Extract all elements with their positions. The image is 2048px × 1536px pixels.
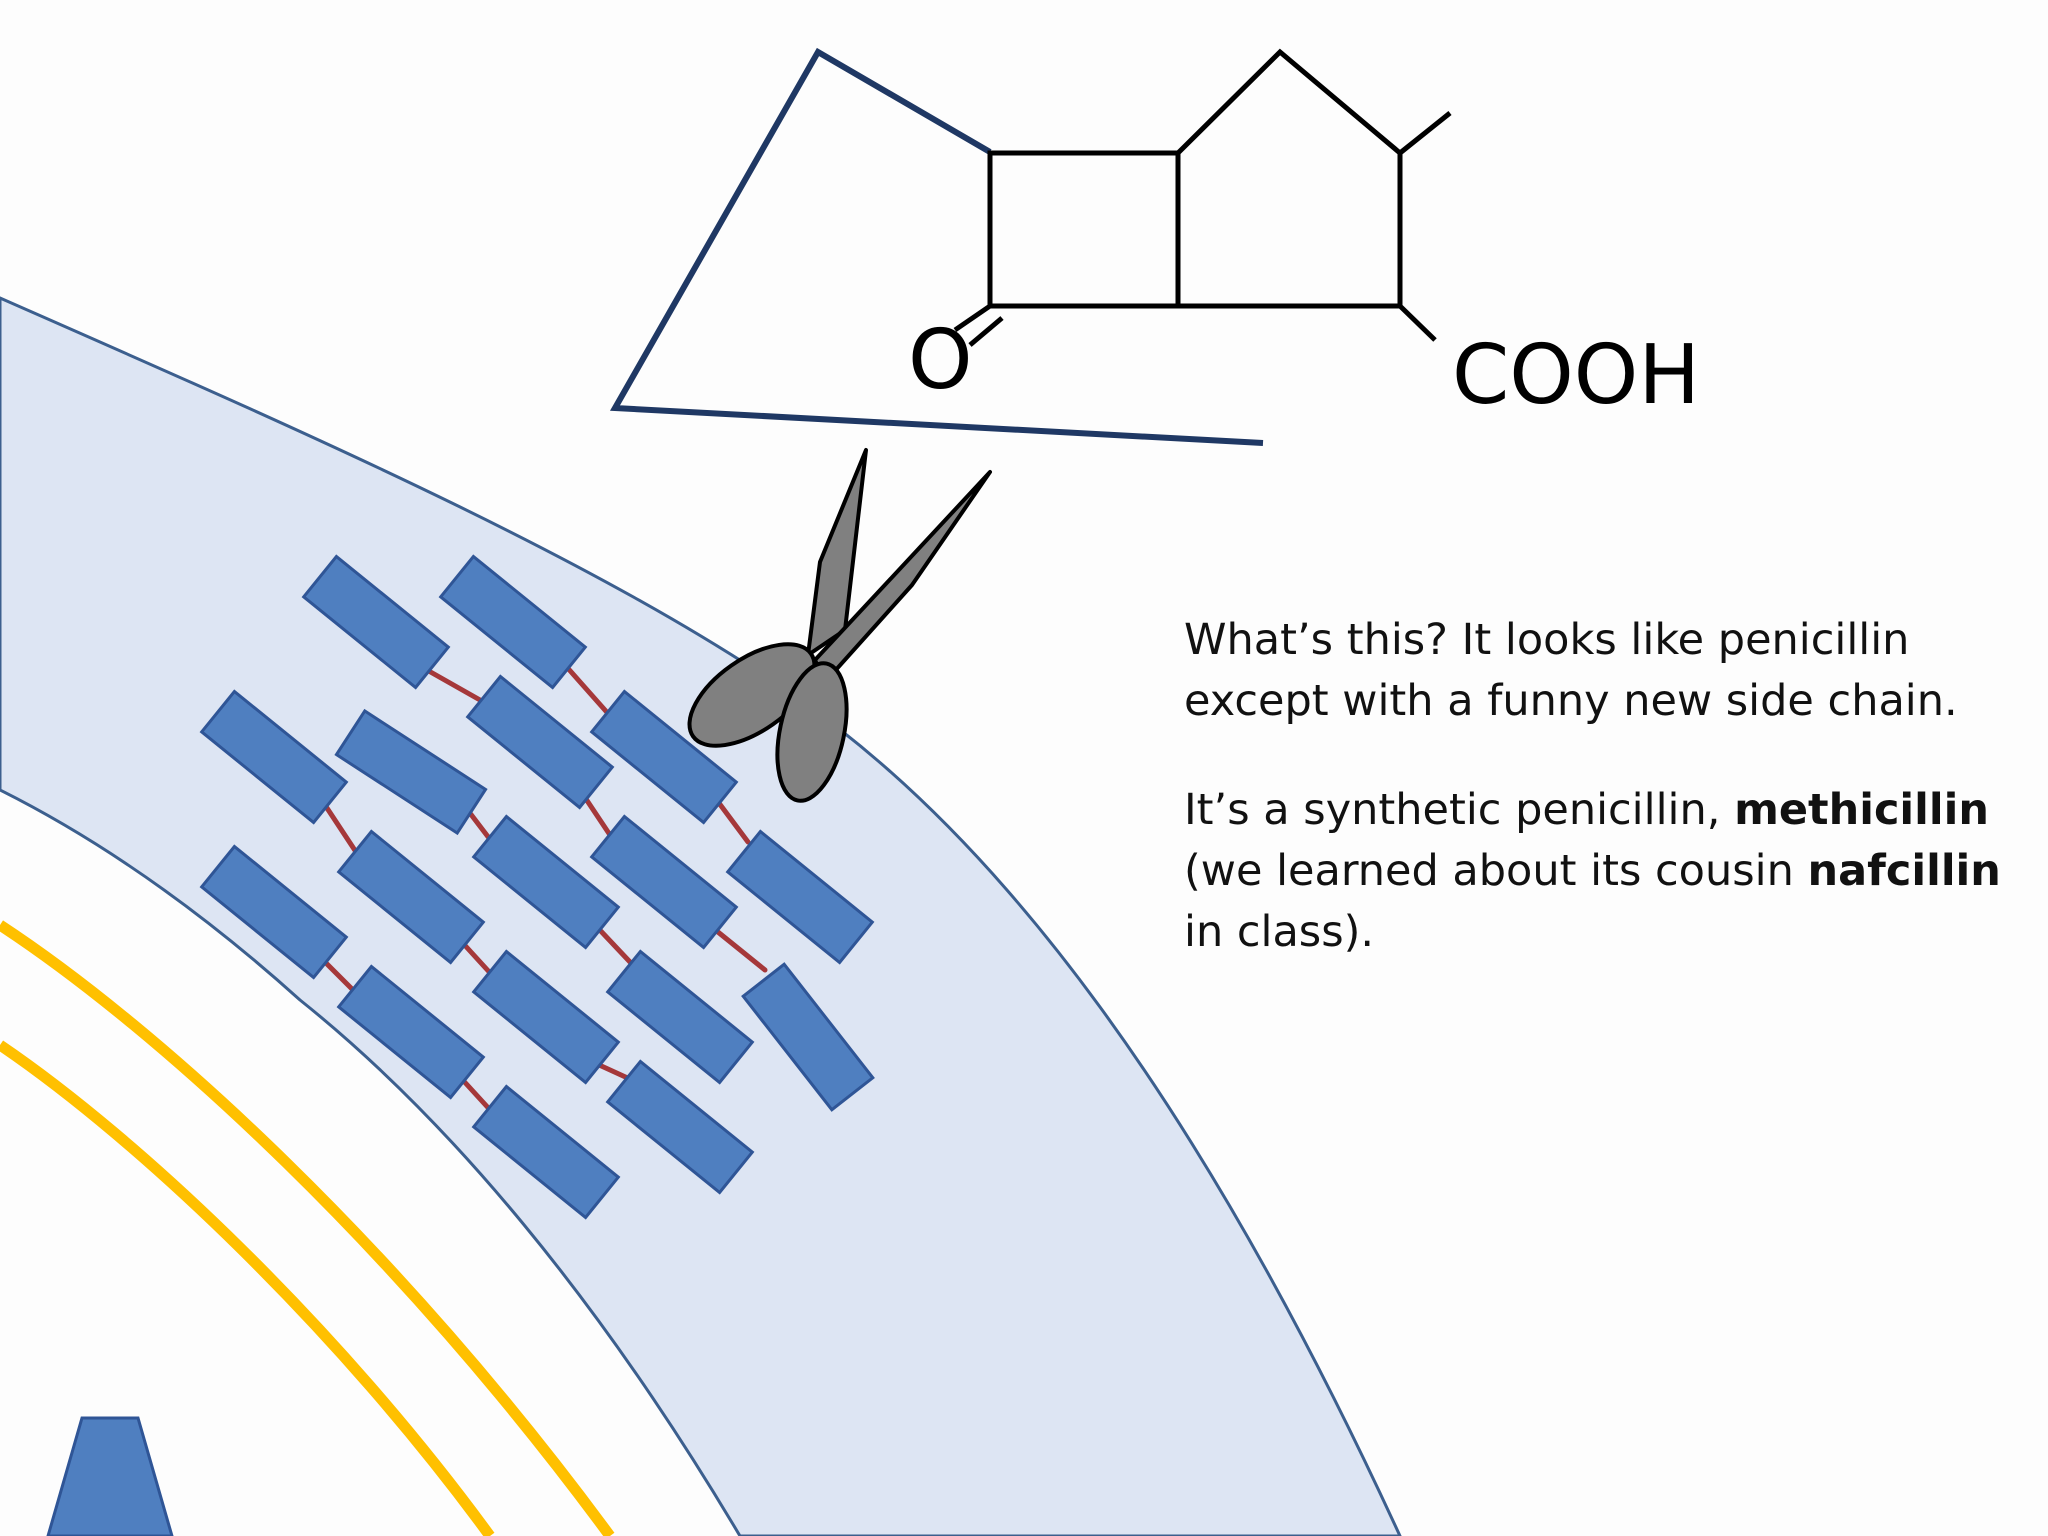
caption-text-3: in class). (1184, 907, 1375, 957)
drug-name-nafcillin: nafcillin (1807, 846, 2001, 896)
oxygen-label: O (908, 313, 973, 408)
peptidoglycan-block (741, 962, 875, 1112)
beta-lactam-ring (987, 150, 1181, 309)
peptidoglycan-block (438, 554, 588, 690)
membrane-outer (0, 920, 615, 1536)
carboxyl-label: COOH (1452, 328, 1700, 423)
peptidoglycan-block (336, 964, 486, 1100)
peptidoglycan-block (725, 829, 875, 965)
peptidoglycan-block (199, 689, 349, 825)
peptidoglycan-block (199, 844, 349, 980)
peptidoglycan-block (334, 708, 488, 836)
peptidoglycan-block (605, 949, 755, 1085)
penicillin-core (953, 48, 1452, 347)
methyl-bond (1398, 111, 1452, 155)
crosslink (710, 925, 768, 973)
peptidoglycan-block (465, 674, 615, 810)
scissors-handle (687, 642, 817, 748)
peptidoglycan-block (336, 829, 486, 965)
caption-text-1: It’s a synthetic penicillin, (1184, 785, 1721, 835)
peptidoglycan-block (471, 949, 621, 1085)
scissors-icon (687, 448, 992, 803)
crosslink (424, 667, 483, 703)
carboxyl-bond (1398, 304, 1437, 342)
caption-paragraph-2: It’s a synthetic penicillin, methicillin… (1184, 780, 2034, 963)
crosslink (594, 924, 633, 965)
caption-text-2: (we learned about its cousin (1184, 846, 1794, 896)
caption-text: What’s this? It looks like penicillin ex… (1184, 610, 2034, 1011)
carbonyl-bond (968, 316, 1004, 347)
peptidoglycan-layer (199, 554, 875, 1220)
peptidoglycan-block (589, 814, 739, 950)
crosslink (322, 802, 361, 858)
peptidoglycan-block (471, 1084, 621, 1220)
thiazolidine-ring (1176, 48, 1403, 309)
caption-paragraph-1: What’s this? It looks like penicillin ex… (1184, 615, 1958, 726)
peptidoglycan-block (589, 689, 739, 825)
drug-name-methicillin: methicillin (1734, 785, 1989, 835)
carbonyl-bond (953, 303, 992, 333)
crosslink (562, 662, 615, 721)
peptidoglycan-block (605, 1059, 755, 1195)
side-chain-outline (609, 47, 1264, 446)
peptidoglycan-block (471, 814, 621, 950)
membrane-protein (46, 1416, 174, 1536)
peptidoglycan-block (301, 554, 451, 690)
scissors-handle (775, 661, 849, 803)
membrane-inner (0, 1040, 495, 1536)
crosslink (457, 1074, 495, 1115)
